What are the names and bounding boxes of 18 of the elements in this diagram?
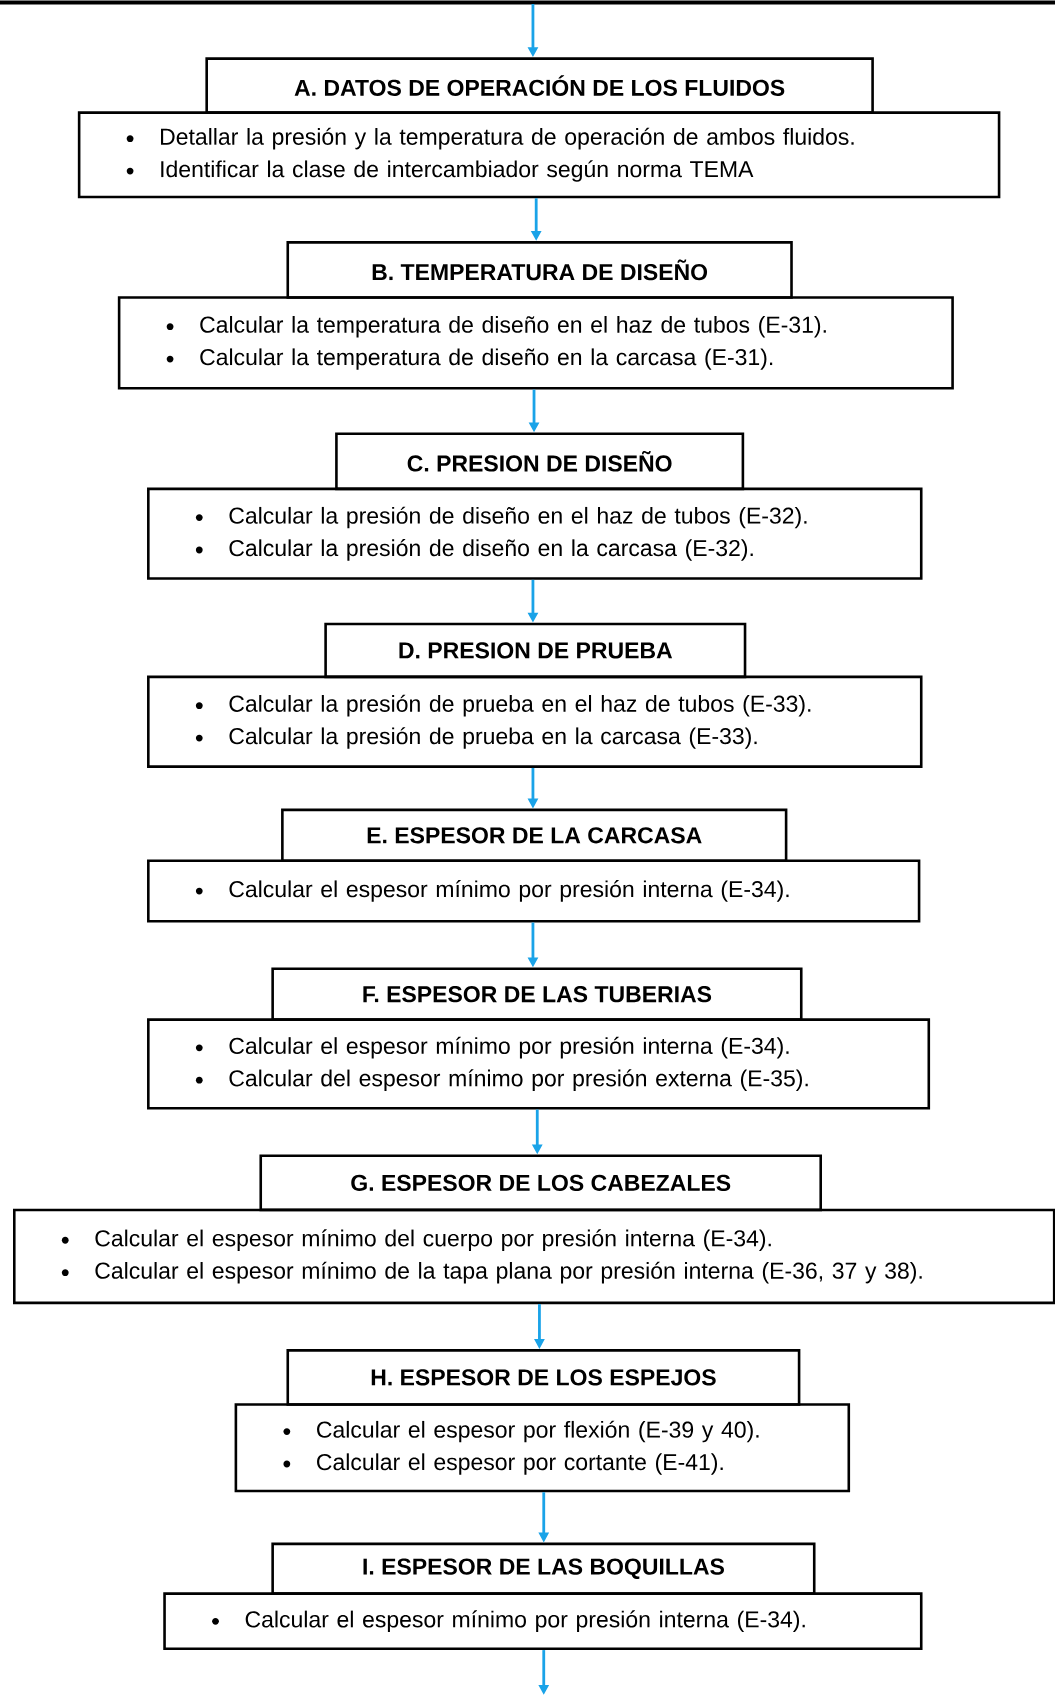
section-header-box: G. ESPESOR DE LOS CABEZALES bbox=[259, 1154, 822, 1212]
section-header-box: E. ESPESOR DE LA CARCASA bbox=[281, 808, 788, 862]
task-box: Calcular la presión de prueba en el haz de tubos (E-33). Calcular la presión de prueba en la carcasa (E-33). bbox=[147, 675, 923, 768]
section-header-box: A. DATOS DE OPERACIÓN DE LOS FLUIDOS bbox=[205, 57, 874, 114]
task-box: Calcular el espesor mínimo por presión interna (E-34). bbox=[163, 1592, 923, 1651]
section-header-box: C. PRESION DE DISEÑO bbox=[335, 432, 745, 491]
task-box: Calcular el espesor mínimo por presión interna (E-34). Calcular del espesor mínimo por presión externa (E-35). bbox=[147, 1018, 931, 1110]
task-box: Calcular el espesor mínimo por presión interna (E-34). bbox=[147, 859, 921, 923]
task-box: Calcular el espesor por flexión (E-39 y 40). Calcular el espesor por cortante (E-41). bbox=[234, 1403, 851, 1493]
section-header-box: I. ESPESOR DE LAS BOQUILLAS bbox=[271, 1542, 816, 1595]
section-header-box: B. TEMPERATURA DE DISEÑO bbox=[286, 241, 793, 299]
task-box: Calcular la temperatura de diseño en el haz de tubos (E-31). Calcular la temperatura de diseño en la carcasa (E-31). bbox=[117, 296, 954, 390]
section-header-box: F. ESPESOR DE LAS TUBERIAS bbox=[271, 967, 803, 1021]
section-header-box: D. PRESION DE PRUEBA bbox=[324, 622, 747, 679]
task-box: Detallar la presión y la temperatura de operación de ambos fluidos. Identificar la clase de intercambiador según norma TEMA bbox=[77, 111, 1001, 199]
task-box: Calcular la presión de diseño en el haz de tubos (E-32). Calcular la presión de diseño en la carcasa (E-32). bbox=[147, 487, 923, 580]
section-header-box: H. ESPESOR DE LOS ESPEJOS bbox=[286, 1349, 801, 1406]
task-box: Calcular el espesor mínimo del cuerpo por presión interna (E-34). Calcular el espesor mínimo de la tapa plana por presión interna (E-36, 37 y 38). bbox=[12, 1208, 1055, 1305]
